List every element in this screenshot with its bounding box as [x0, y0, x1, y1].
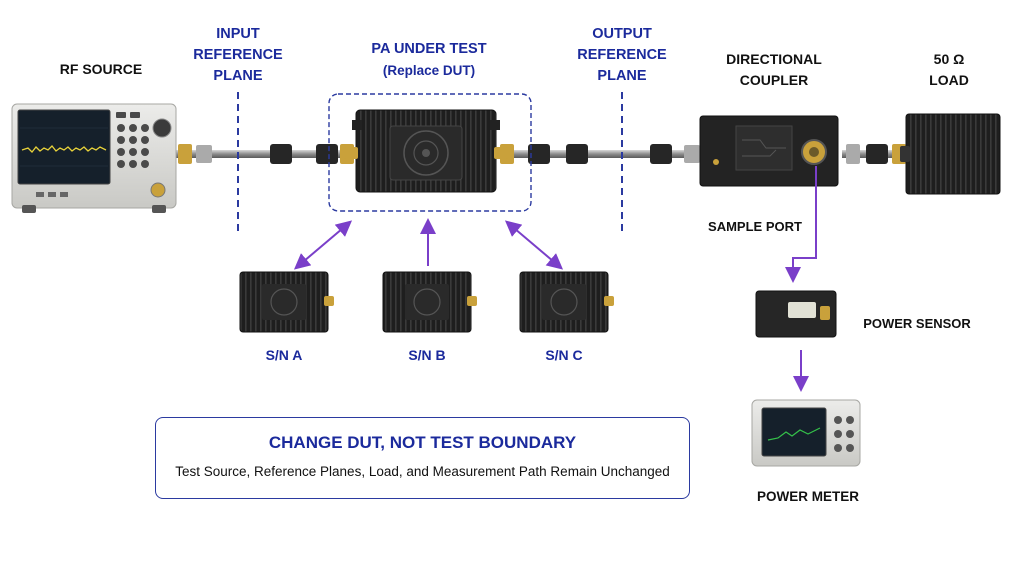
replacement-dut-c — [519, 271, 614, 333]
load-label: 50 Ω LOAD — [929, 51, 969, 88]
pa-under-test-amplifier — [344, 109, 508, 193]
dut-boundary-box — [328, 93, 532, 212]
dut-label-a: S/N A — [265, 347, 303, 363]
replace-dut-label: (Replace DUT) — [382, 63, 476, 78]
rf-source-label: RF SOURCE — [59, 61, 143, 77]
callout-box: CHANGE DUT, NOT TEST BOUNDARY Test Sourc… — [155, 417, 690, 499]
power-meter-trace — [767, 427, 821, 441]
pa-under-test-label: PA UNDER TEST — [371, 41, 487, 57]
power-meter — [751, 399, 861, 467]
power-sensor-label: POWER SENSOR — [863, 316, 971, 331]
dut-label-b: S/N B — [408, 347, 446, 363]
directional-coupler-label: DIRECTIONAL COUPLER — [726, 51, 822, 88]
power-sensor — [755, 290, 837, 338]
power-meter-label: POWER METER — [756, 489, 859, 504]
load-termination — [900, 113, 1001, 195]
sample-port-label: SAMPLE PORT — [708, 219, 802, 234]
input-reference-plane-label: INPUT REFERENCE PLANE — [193, 26, 283, 84]
dut-label-c: S/N C — [545, 347, 583, 363]
callout-title: CHANGE DUT, NOT TEST BOUNDARY — [268, 433, 577, 452]
rf-source-knob — [152, 118, 172, 138]
output-reference-plane-label: OUTPUT REFERENCE PLANE — [577, 26, 667, 84]
swap-arrows — [293, 218, 564, 270]
replacement-dut-b — [382, 271, 477, 333]
rf-source-keypad — [116, 112, 149, 168]
sample-path-arrow — [785, 166, 817, 283]
rf-output-connector — [150, 182, 166, 198]
rf-source-instrument — [11, 103, 177, 213]
directional-coupler — [699, 115, 839, 187]
rf-source-screen — [17, 109, 111, 185]
fan-grille-icon — [403, 130, 449, 176]
callout-subtitle: Test Source, Reference Planes, Load, and… — [175, 464, 670, 479]
replacement-dut-a — [239, 271, 334, 333]
